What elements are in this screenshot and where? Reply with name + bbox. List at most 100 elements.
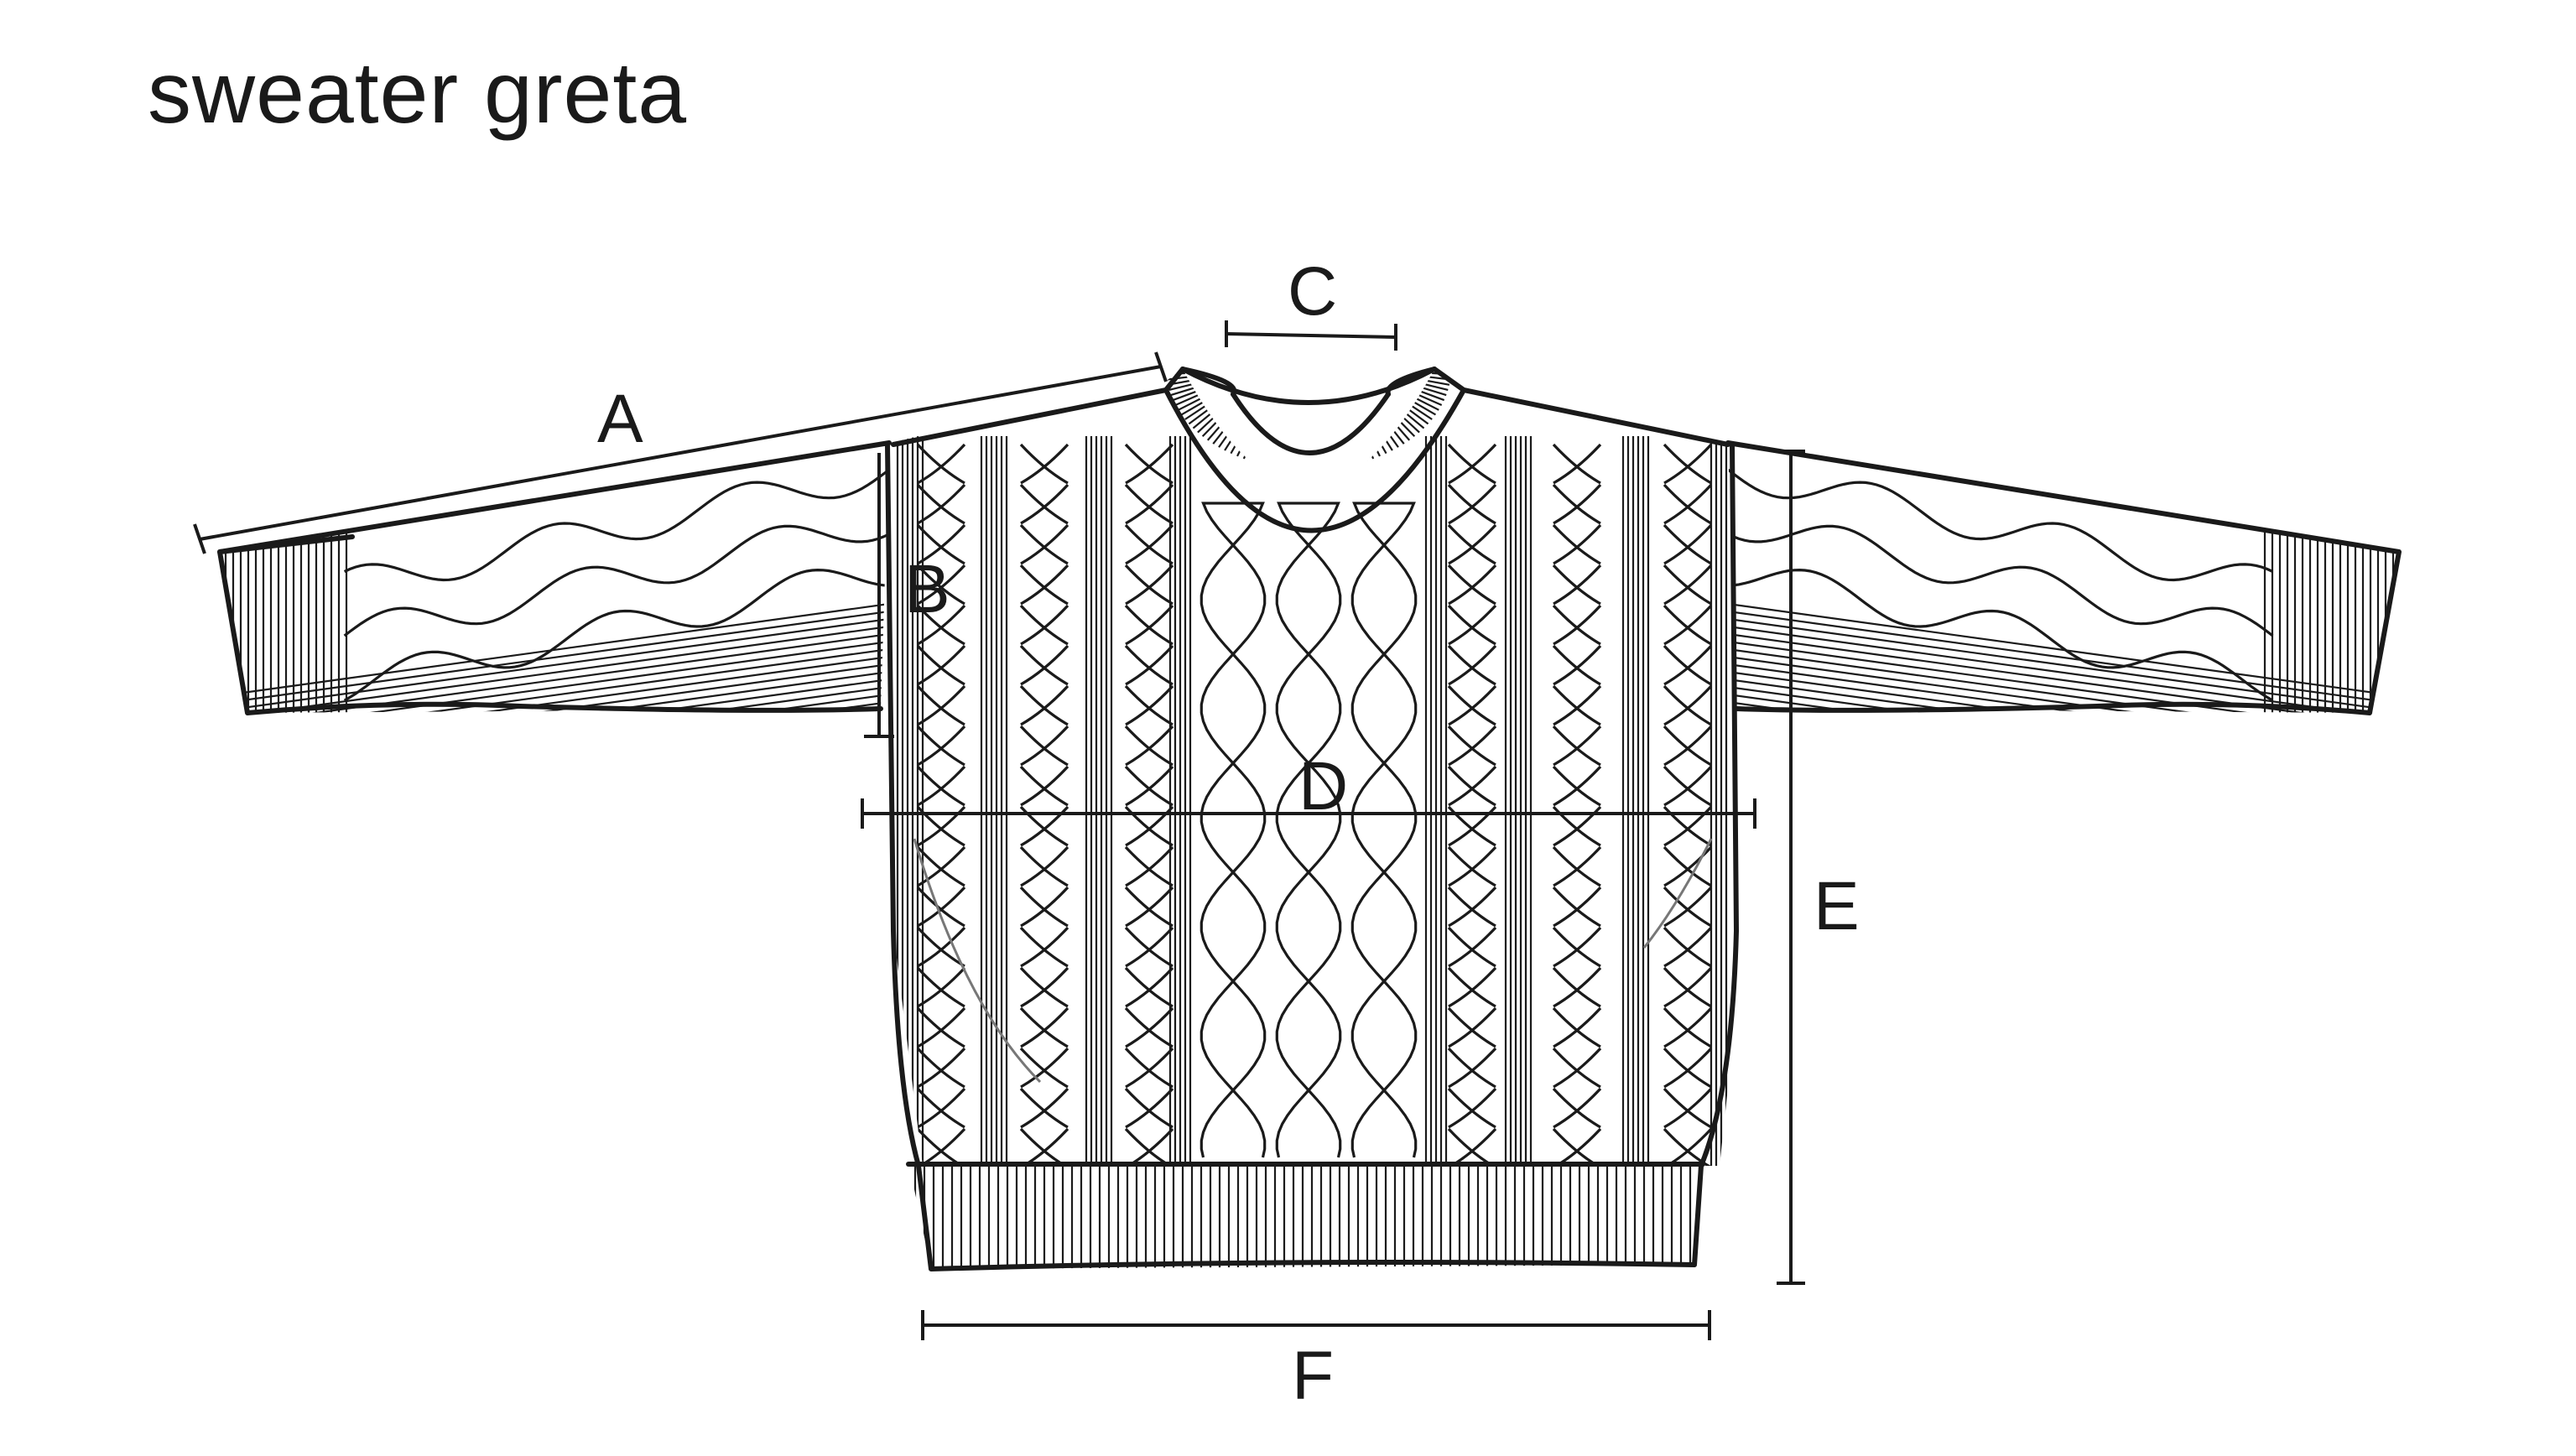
cable-stitch [1663, 845, 1713, 887]
cable-stitch [917, 564, 966, 606]
cable-stitch [1448, 1006, 1497, 1048]
sleeve-stripe [1728, 640, 2399, 713]
cable-stitch [1553, 483, 1602, 525]
cable-stitch [1125, 845, 1174, 887]
cable-stitch [1020, 1047, 1069, 1089]
cable-stitch [1663, 523, 1713, 565]
cable-stitch [1553, 1047, 1602, 1089]
cable-stitch [1448, 644, 1497, 686]
cable-stitch [1663, 604, 1713, 646]
cable-stitch [1663, 1047, 1713, 1089]
cable-stitch [1553, 886, 1602, 928]
collar-rib [1350, 398, 1381, 457]
cable-stitch [1125, 483, 1174, 525]
cable-stitch [1125, 886, 1174, 928]
cable-stitch [1553, 684, 1602, 726]
measurement-label-f: F [1292, 1338, 1334, 1414]
collar-rib [1300, 402, 1305, 470]
cable-stitch [1553, 1087, 1602, 1129]
collar-rib [1324, 401, 1340, 468]
cable-stitch [1125, 1087, 1174, 1129]
cable-stitch [917, 1006, 966, 1048]
sleeve-stripe [1728, 663, 2399, 713]
cable-stitch [917, 966, 966, 1008]
cable-stitch [1125, 604, 1174, 646]
cable-stitch [1553, 604, 1602, 646]
cable-stitch [1020, 523, 1069, 565]
sleeve-stripe [218, 647, 889, 713]
cable-stitch [1448, 604, 1497, 646]
cable-stitch [917, 483, 966, 525]
cable-stitch [1020, 1087, 1069, 1129]
sleeve-stripe [1728, 700, 2399, 713]
cable-stitch [1020, 443, 1069, 485]
cable-stitch [1125, 765, 1174, 807]
cable-stitch [1448, 765, 1497, 807]
sleeve-cable [343, 468, 889, 582]
collar-rib [1278, 401, 1293, 468]
cable-stitch [1125, 443, 1174, 485]
collar-rib [1333, 400, 1354, 465]
sleeve-stripe [1728, 670, 2399, 713]
sleeve-cable [343, 568, 889, 702]
cable-stitch [1663, 443, 1713, 485]
cable-stitch [917, 523, 966, 565]
sleeve-stripe [1728, 610, 2399, 705]
cable-stitch [1663, 483, 1713, 525]
collar-rib [1212, 393, 1253, 445]
cable-stitch [917, 926, 966, 968]
cable-stitch [1020, 765, 1069, 807]
sleeve-cable [1728, 468, 2274, 582]
right-sleeve [1725, 440, 2402, 715]
cable-stitch [1553, 845, 1602, 887]
sleeve-cable [1728, 568, 2274, 702]
sleeve-stripe [218, 640, 889, 713]
cable-stitch [1448, 523, 1497, 565]
cable-stitch [1663, 805, 1713, 847]
sleeve-stripe [1728, 685, 2399, 713]
sleeve-stripe [218, 610, 889, 705]
sleeve-stripe [218, 685, 889, 713]
cable-stitch [917, 805, 966, 847]
dimension-c [1225, 320, 1397, 351]
cable-stitch [1553, 765, 1602, 807]
cable-stitch [1663, 1006, 1713, 1048]
cable-stitch [1125, 725, 1174, 767]
sleeve-stripe [1728, 655, 2399, 713]
sleeve-stripe [1728, 647, 2399, 713]
sleeve-stripe [218, 700, 889, 713]
cable-stitch [1663, 564, 1713, 606]
cable-stitch [1663, 926, 1713, 968]
cable-stitch [1663, 684, 1713, 726]
dimension-f [921, 1310, 1711, 1340]
cable-stitch [1448, 886, 1497, 928]
cable-stitch [1125, 966, 1174, 1008]
sleeve-stripe [218, 655, 889, 713]
cable-stitch [917, 765, 966, 807]
cable-stitch [1125, 805, 1174, 847]
diamond-cable [1275, 502, 1342, 1158]
cable-stitch [917, 1047, 966, 1089]
measurement-label-b: B [904, 551, 950, 627]
measurement-label-e: E [1814, 868, 1860, 944]
cable-stitch [1448, 1047, 1497, 1089]
cable-stitch [1125, 1047, 1174, 1089]
collar-rib [1206, 392, 1251, 441]
sleeve-cable [1728, 524, 2274, 637]
cable-stitch [1553, 1006, 1602, 1048]
cable-stitch [1448, 966, 1497, 1008]
cable-stitch [1020, 483, 1069, 525]
cable-stitch [1663, 765, 1713, 807]
collar-rib [1316, 402, 1324, 470]
cable-stitch [917, 443, 966, 485]
diamond-cable [1200, 502, 1267, 1158]
cable-stitch [1448, 443, 1497, 485]
cable-stitch [1020, 966, 1069, 1008]
cable-stitch [1020, 845, 1069, 887]
sleeve-stripe [218, 617, 889, 713]
diamond-cable [1200, 502, 1267, 1158]
cable-stitch [1020, 564, 1069, 606]
cable-stitch [1125, 564, 1174, 606]
cable-stitch [1020, 725, 1069, 767]
